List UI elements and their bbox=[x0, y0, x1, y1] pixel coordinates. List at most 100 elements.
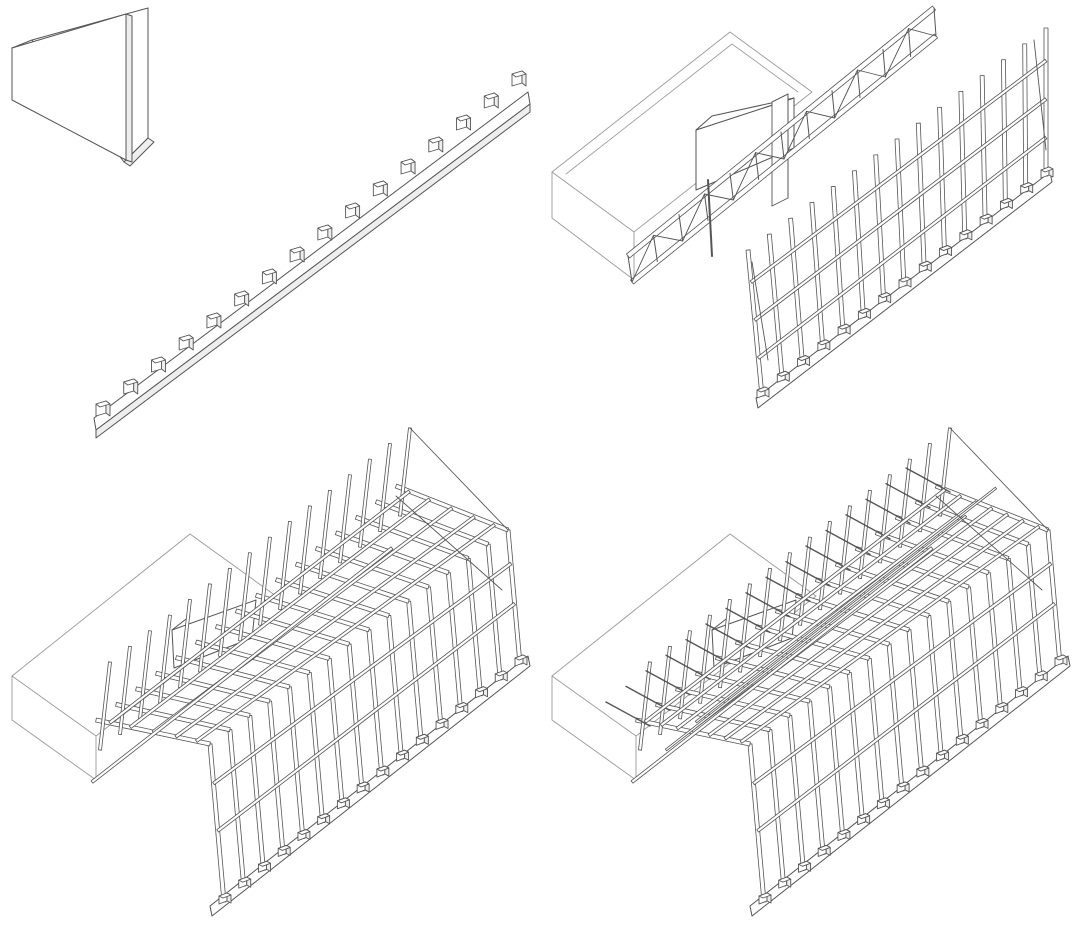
roof-purlin bbox=[175, 516, 475, 738]
truss-vertical bbox=[858, 70, 861, 98]
truss-diagonal bbox=[632, 235, 654, 282]
column-base bbox=[377, 766, 389, 777]
column-base-top bbox=[838, 324, 850, 329]
column-base bbox=[818, 845, 830, 856]
column-base bbox=[476, 687, 488, 698]
pier bbox=[235, 291, 249, 306]
pier bbox=[179, 335, 193, 350]
pier-top bbox=[179, 335, 193, 341]
pier bbox=[124, 379, 138, 394]
roof-purlin bbox=[708, 513, 1009, 737]
column-base bbox=[219, 893, 231, 904]
frame-column bbox=[867, 658, 884, 807]
roof-purlin bbox=[644, 488, 946, 723]
column-base-top bbox=[456, 703, 468, 708]
column-base bbox=[956, 734, 968, 745]
frame-column bbox=[986, 573, 1002, 712]
frame-column-body bbox=[466, 558, 482, 696]
pier bbox=[457, 115, 471, 130]
frame-column-body bbox=[808, 701, 826, 855]
roof-outrigger bbox=[846, 515, 890, 539]
column-base bbox=[1055, 655, 1067, 666]
pier bbox=[262, 269, 276, 284]
column-base bbox=[976, 718, 988, 729]
frame-column bbox=[287, 687, 304, 839]
roof-mast bbox=[739, 584, 752, 672]
frame-column-body bbox=[327, 658, 344, 807]
pier bbox=[151, 357, 165, 372]
column-base-top bbox=[318, 814, 330, 819]
column-base-top bbox=[436, 718, 448, 723]
end-brace bbox=[396, 496, 502, 590]
end-brace bbox=[752, 262, 768, 360]
column-base-top bbox=[996, 703, 1008, 708]
wall-plates bbox=[12, 8, 154, 166]
roof-outrigger bbox=[726, 608, 770, 632]
frame-column-body bbox=[827, 687, 844, 839]
end-brace bbox=[1034, 40, 1046, 150]
column-base-top bbox=[495, 671, 507, 676]
frame-column bbox=[387, 615, 404, 759]
frame-column-body bbox=[847, 672, 864, 822]
column-base-top bbox=[798, 861, 810, 866]
frame-column bbox=[327, 658, 344, 807]
roof-mast-body bbox=[279, 521, 292, 609]
column-base bbox=[757, 387, 769, 398]
column-base bbox=[436, 718, 448, 729]
frame-column bbox=[947, 601, 964, 743]
roof-mast bbox=[639, 662, 652, 750]
column-base-top bbox=[818, 340, 830, 345]
deck-rail-body bbox=[631, 547, 933, 783]
roof-mast-body bbox=[319, 490, 332, 578]
roof-outrigger bbox=[886, 484, 930, 508]
frame-column bbox=[768, 730, 786, 887]
truss-vertical bbox=[781, 132, 784, 159]
column-base-top bbox=[515, 655, 527, 660]
frame-column bbox=[367, 630, 384, 776]
frame-column bbox=[248, 715, 266, 870]
truss-diagonal bbox=[885, 29, 908, 77]
truss-vertical bbox=[628, 256, 632, 282]
pier bbox=[512, 71, 526, 86]
beam-side bbox=[96, 104, 530, 438]
pier-top bbox=[401, 159, 415, 165]
deck-rail bbox=[91, 547, 393, 783]
roof-purlin bbox=[129, 498, 430, 728]
footing-beam bbox=[94, 92, 530, 438]
frame-column-body bbox=[1046, 530, 1062, 664]
column-base-top bbox=[976, 718, 988, 723]
roof-mast bbox=[759, 568, 772, 656]
frame-column bbox=[208, 744, 226, 902]
frame-column-body bbox=[407, 601, 424, 743]
truss-diagonal bbox=[835, 70, 858, 118]
column-base bbox=[980, 214, 992, 225]
column-base-top bbox=[779, 877, 791, 882]
column-base bbox=[899, 277, 911, 288]
pier-top bbox=[151, 357, 165, 363]
column-frame bbox=[746, 28, 1053, 408]
column-base bbox=[1041, 167, 1053, 178]
truss-vertical bbox=[654, 235, 658, 261]
column-base bbox=[798, 356, 810, 367]
column-base-top bbox=[416, 734, 428, 739]
pier-top bbox=[235, 291, 249, 297]
roof-mast-body bbox=[859, 490, 872, 578]
truss-vertical bbox=[883, 49, 885, 77]
column-base bbox=[456, 703, 468, 714]
roof-mast bbox=[339, 475, 352, 563]
frame-column-body bbox=[768, 730, 786, 887]
column-base-top bbox=[899, 277, 911, 282]
truss-diagonal bbox=[654, 235, 683, 241]
frame-column bbox=[847, 672, 864, 822]
pier bbox=[290, 247, 304, 262]
column-base bbox=[838, 830, 850, 841]
column-base-top bbox=[838, 830, 850, 835]
frame-rail-body bbox=[217, 603, 516, 833]
roof-mast-body bbox=[799, 537, 812, 625]
roof-mast bbox=[719, 599, 732, 687]
column-base bbox=[917, 766, 929, 777]
panel-step-1 bbox=[12, 8, 530, 438]
roof-mast-body bbox=[99, 662, 112, 750]
frame-column bbox=[927, 615, 944, 759]
